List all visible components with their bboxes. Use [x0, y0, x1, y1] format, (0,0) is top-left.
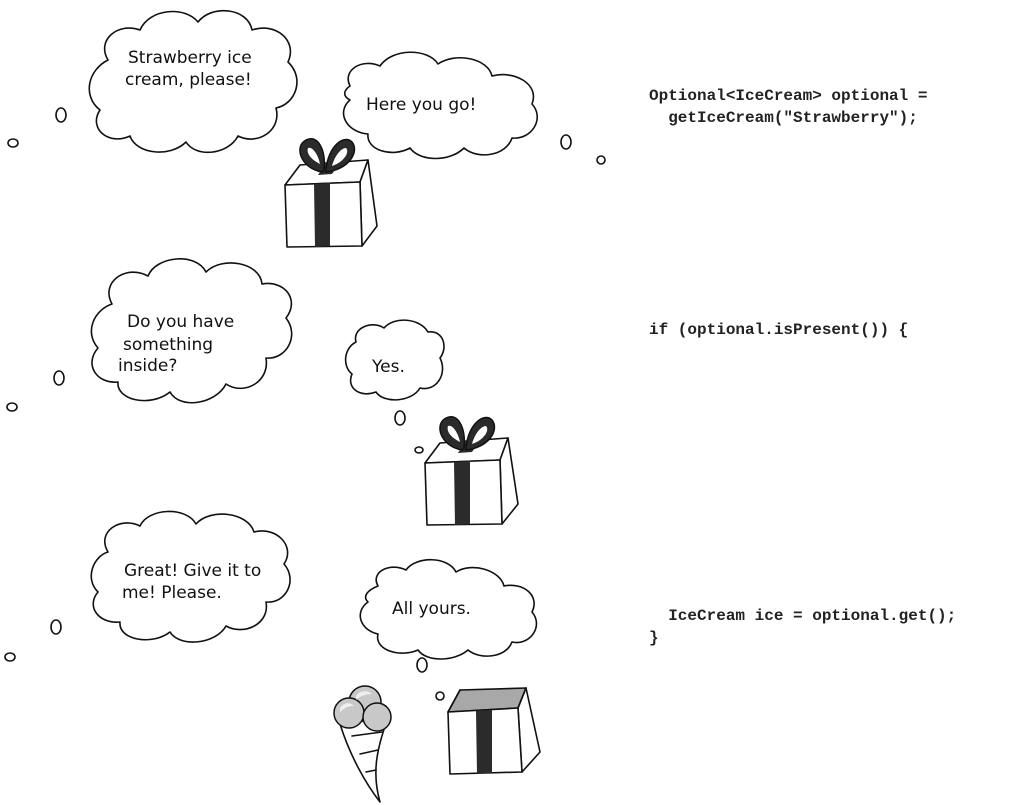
- scene-3: Great! Give it to me! Please. All yours.…: [4, 510, 956, 803]
- thought-dot: [53, 370, 65, 386]
- thought-dot: [6, 402, 18, 412]
- scene-2: Do you have something inside? Yes. if (o…: [6, 258, 908, 526]
- gift-box-icon: [424, 416, 519, 526]
- customer-text-line: Do you have: [127, 312, 234, 332]
- customer-text-line: something: [123, 335, 213, 355]
- thought-dot: [55, 107, 67, 123]
- open-box-icon: [447, 687, 541, 775]
- thought-dot: [414, 446, 424, 454]
- ice-cream-cone-icon: [333, 685, 392, 803]
- thought-dot: [435, 691, 445, 701]
- code-line: }: [649, 629, 659, 647]
- thought-dot: [560, 134, 572, 150]
- box-thought-bubble-1: [342, 51, 538, 160]
- thought-dot: [394, 410, 406, 426]
- customer-text-line: me! Please.: [122, 583, 222, 603]
- code-line: IceCream ice = optional.get();: [649, 607, 956, 625]
- box-thought-bubble-2: [344, 319, 445, 401]
- box-reply-text: Here you go!: [366, 95, 476, 115]
- box-reply-text: All yours.: [392, 599, 471, 619]
- customer-text-line: cream, please!: [125, 70, 252, 90]
- scoop: [333, 697, 365, 729]
- box-reply-text: Yes.: [371, 357, 405, 377]
- customer-text-line: Strawberry ice: [128, 48, 252, 68]
- customer-text-line: Great! Give it to: [124, 561, 261, 581]
- customer-thought-bubble-3: [90, 510, 291, 643]
- customer-thought-bubble-1: [88, 9, 298, 154]
- code-line: Optional<IceCream> optional =: [649, 87, 927, 105]
- thought-dot: [416, 657, 428, 673]
- thought-dot: [4, 652, 16, 662]
- code-line: getIceCream("Strawberry");: [649, 109, 918, 127]
- thought-dot: [7, 138, 19, 148]
- customer-thought-bubble-2: [90, 258, 293, 404]
- gift-box-icon: [284, 138, 378, 248]
- customer-text-line: inside?: [118, 356, 177, 376]
- scene-1: Strawberry ice cream, please! Here you g…: [7, 9, 927, 248]
- code-line: if (optional.isPresent()) {: [649, 321, 908, 339]
- thought-dot: [50, 619, 62, 635]
- box-thought-bubble-3: [359, 559, 538, 660]
- scoop: [362, 702, 392, 732]
- thought-dot: [596, 155, 606, 165]
